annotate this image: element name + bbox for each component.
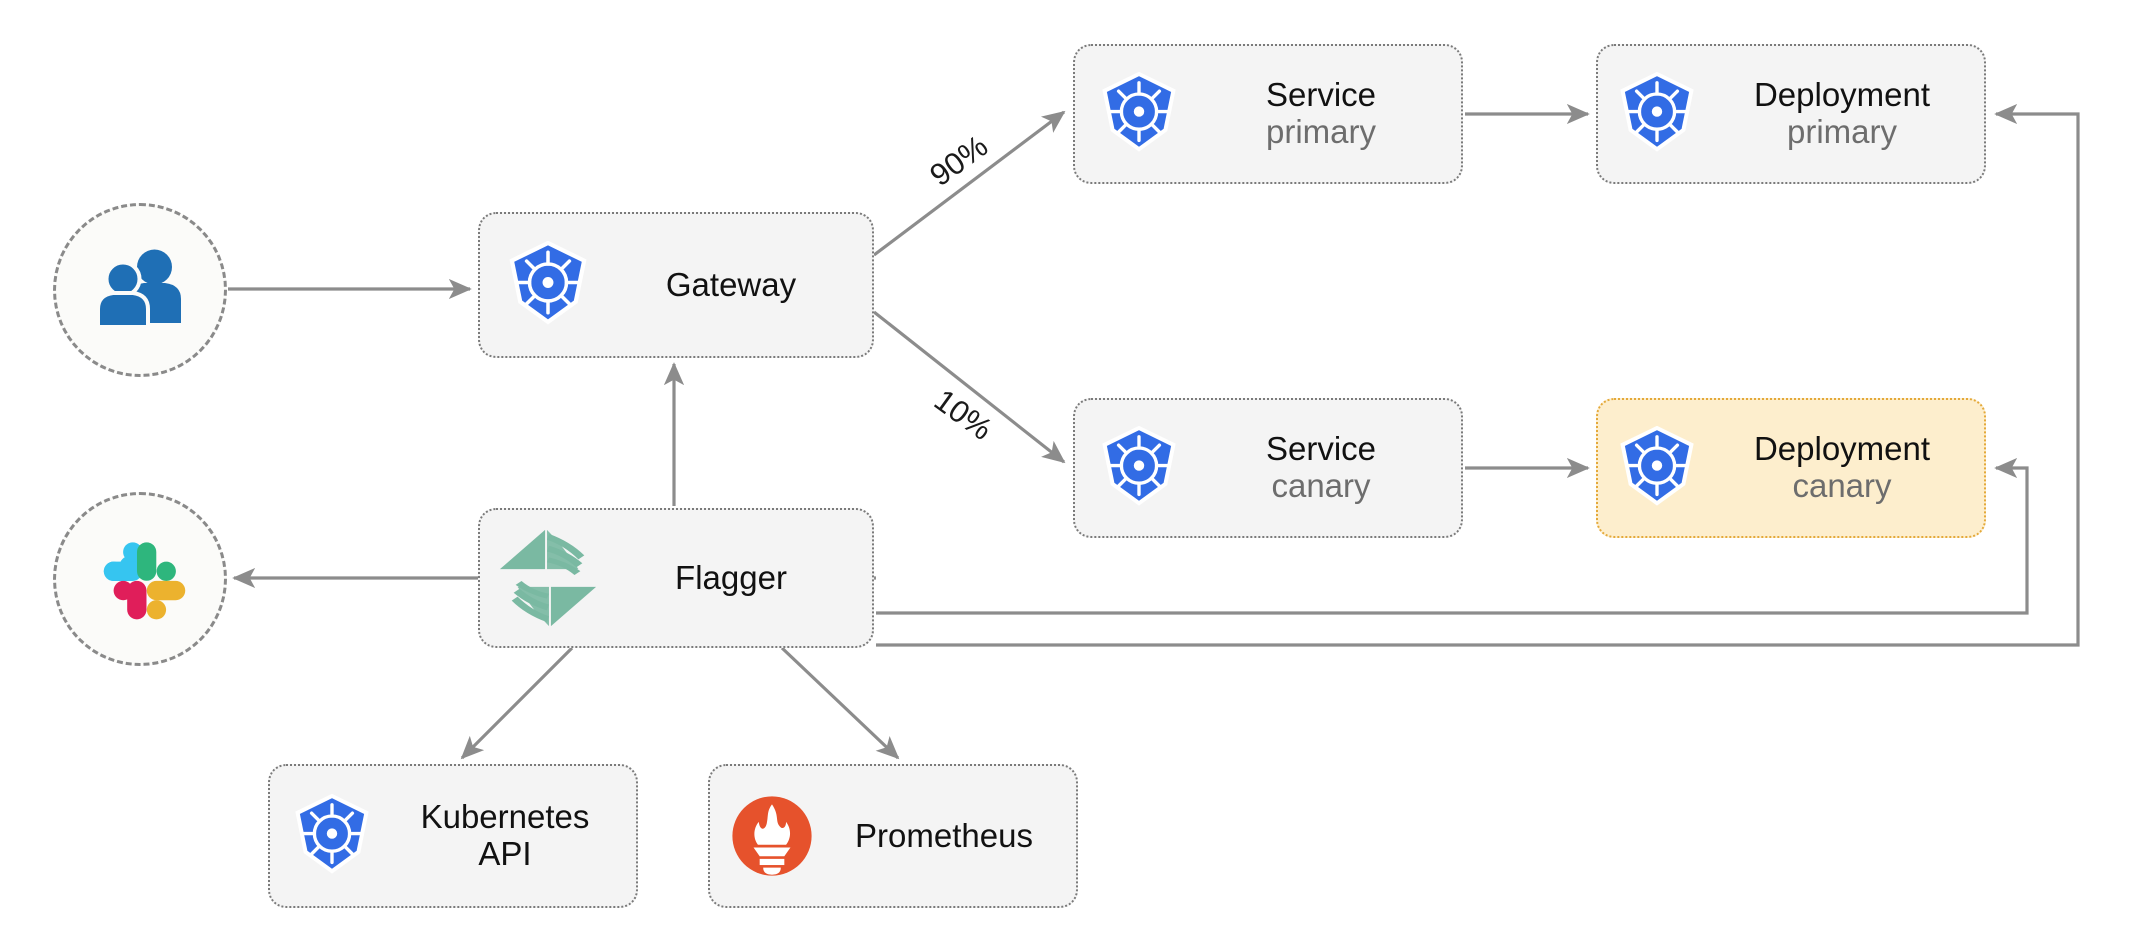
gateway-label-group: Gateway — [616, 265, 872, 304]
prometheus-node[interactable]: Prometheus — [708, 764, 1078, 908]
slack-node[interactable] — [53, 492, 227, 666]
edge-flagger-deployment-canary — [876, 457, 2029, 615]
deployment-primary-label-group: Deployment primary — [1716, 76, 1984, 151]
kubernetes-icon — [480, 241, 616, 329]
edge-gateway-service-canary — [873, 310, 1066, 464]
deployment-canary-label-group: Deployment canary — [1716, 430, 1984, 505]
service-canary-node[interactable]: Service canary — [1073, 398, 1463, 538]
flagger-title: Flagger — [675, 558, 787, 596]
prometheus-label-group: Prometheus — [834, 816, 1076, 855]
service-primary-title: Service — [1265, 76, 1377, 114]
edge-flagger-deployment-primary — [876, 103, 2080, 647]
service-canary-title: Service — [1265, 430, 1377, 468]
gateway-title: Gateway — [665, 265, 797, 303]
kubernetes-icon — [1075, 426, 1203, 510]
deployment-canary-subtitle: canary — [1792, 467, 1892, 504]
flagger-icon — [480, 526, 616, 630]
deployment-canary-node[interactable]: Deployment canary — [1596, 398, 1986, 538]
deployment-canary-title: Deployment — [1753, 430, 1931, 468]
service-canary-label-group: Service canary — [1203, 430, 1461, 505]
gateway-node[interactable]: Gateway — [478, 212, 874, 358]
deployment-primary-subtitle: primary — [1786, 113, 1897, 150]
kubernetes-api-subtitle: API — [478, 835, 532, 872]
kubernetes-icon — [270, 794, 394, 878]
users-node[interactable] — [53, 203, 227, 377]
kubernetes-api-node[interactable]: Kubernetes API — [268, 764, 638, 908]
prometheus-title: Prometheus — [855, 816, 1033, 854]
kubernetes-icon — [1075, 72, 1203, 156]
edge-flagger-prometheus — [780, 646, 900, 760]
flagger-node[interactable]: Flagger — [478, 508, 874, 648]
service-primary-node[interactable]: Service primary — [1073, 44, 1463, 184]
slack-icon — [103, 542, 186, 620]
edge-gateway-service-primary — [873, 110, 1066, 257]
flagger-label-group: Flagger — [616, 558, 872, 597]
edge-flagger-kubernetes-api — [460, 646, 574, 760]
service-primary-label-group: Service primary — [1203, 76, 1461, 151]
prometheus-icon — [710, 792, 834, 880]
kubernetes-icon — [1598, 426, 1716, 510]
service-primary-subtitle: primary — [1265, 113, 1376, 150]
deployment-primary-node[interactable]: Deployment primary — [1596, 44, 1986, 184]
kubernetes-api-title: Kubernetes — [420, 798, 590, 836]
kubernetes-api-label-group: Kubernetes API — [394, 798, 636, 873]
kubernetes-icon — [1598, 72, 1716, 156]
users-icon — [96, 249, 181, 329]
deployment-primary-title: Deployment — [1753, 76, 1931, 114]
service-canary-subtitle: canary — [1271, 467, 1371, 504]
